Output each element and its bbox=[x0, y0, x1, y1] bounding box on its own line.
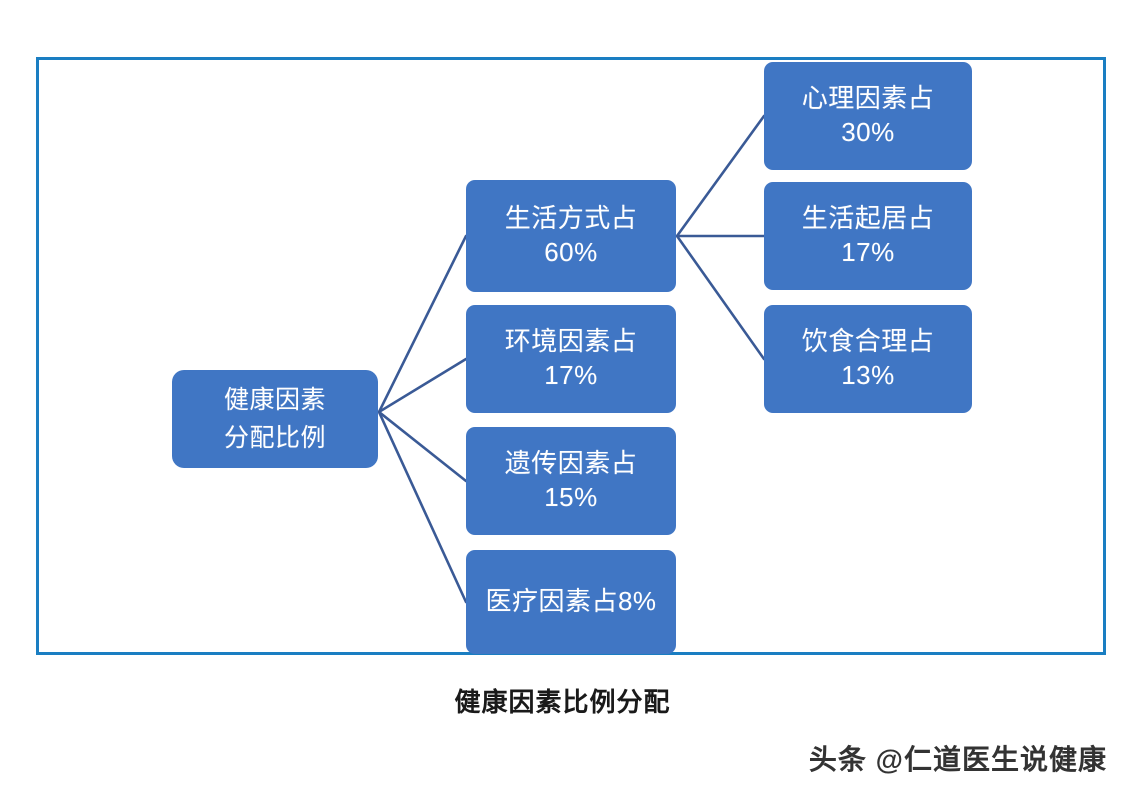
node-root-line1: 健康因素 bbox=[223, 386, 326, 414]
node-lifestyle-line1: 生活方式占 bbox=[504, 203, 638, 234]
node-lifestyle-line2: 60% bbox=[544, 237, 598, 267]
node-diet[interactable]: 饮食合理占 13% bbox=[764, 305, 972, 413]
node-daily-routine-line2: 17% bbox=[841, 237, 895, 267]
node-medical[interactable]: 医疗因素占8% bbox=[466, 550, 676, 654]
node-environment[interactable]: 环境因素占 17% bbox=[466, 305, 676, 413]
node-genetic-line1: 遗传因素占 bbox=[504, 448, 638, 479]
node-environment-line1: 环境因素占 bbox=[504, 326, 638, 357]
diagram-caption: 健康因素比例分配 bbox=[454, 687, 671, 717]
node-diet-line2: 13% bbox=[841, 360, 895, 390]
node-environment-line2: 17% bbox=[544, 360, 598, 390]
node-lifestyle[interactable]: 生活方式占 60% bbox=[466, 180, 676, 292]
node-psychological-line2: 30% bbox=[841, 117, 895, 147]
node-daily-routine-line1: 生活起居占 bbox=[801, 203, 935, 234]
node-diet-line1: 饮食合理占 bbox=[801, 326, 935, 357]
node-daily-routine[interactable]: 生活起居占 17% bbox=[764, 182, 972, 290]
node-genetic[interactable]: 遗传因素占 15% bbox=[466, 427, 676, 535]
node-medical-line1: 医疗因素占8% bbox=[485, 586, 657, 617]
node-root[interactable]: 健康因素 分配比例 bbox=[172, 370, 378, 468]
node-root-line2: 分配比例 bbox=[223, 423, 326, 452]
node-psychological-line1: 心理因素占 bbox=[801, 83, 935, 114]
node-genetic-line2: 15% bbox=[544, 482, 598, 512]
watermark-text: 头条 @仁道医生说健康 bbox=[808, 744, 1107, 775]
node-psychological[interactable]: 心理因素占 30% bbox=[764, 62, 972, 170]
